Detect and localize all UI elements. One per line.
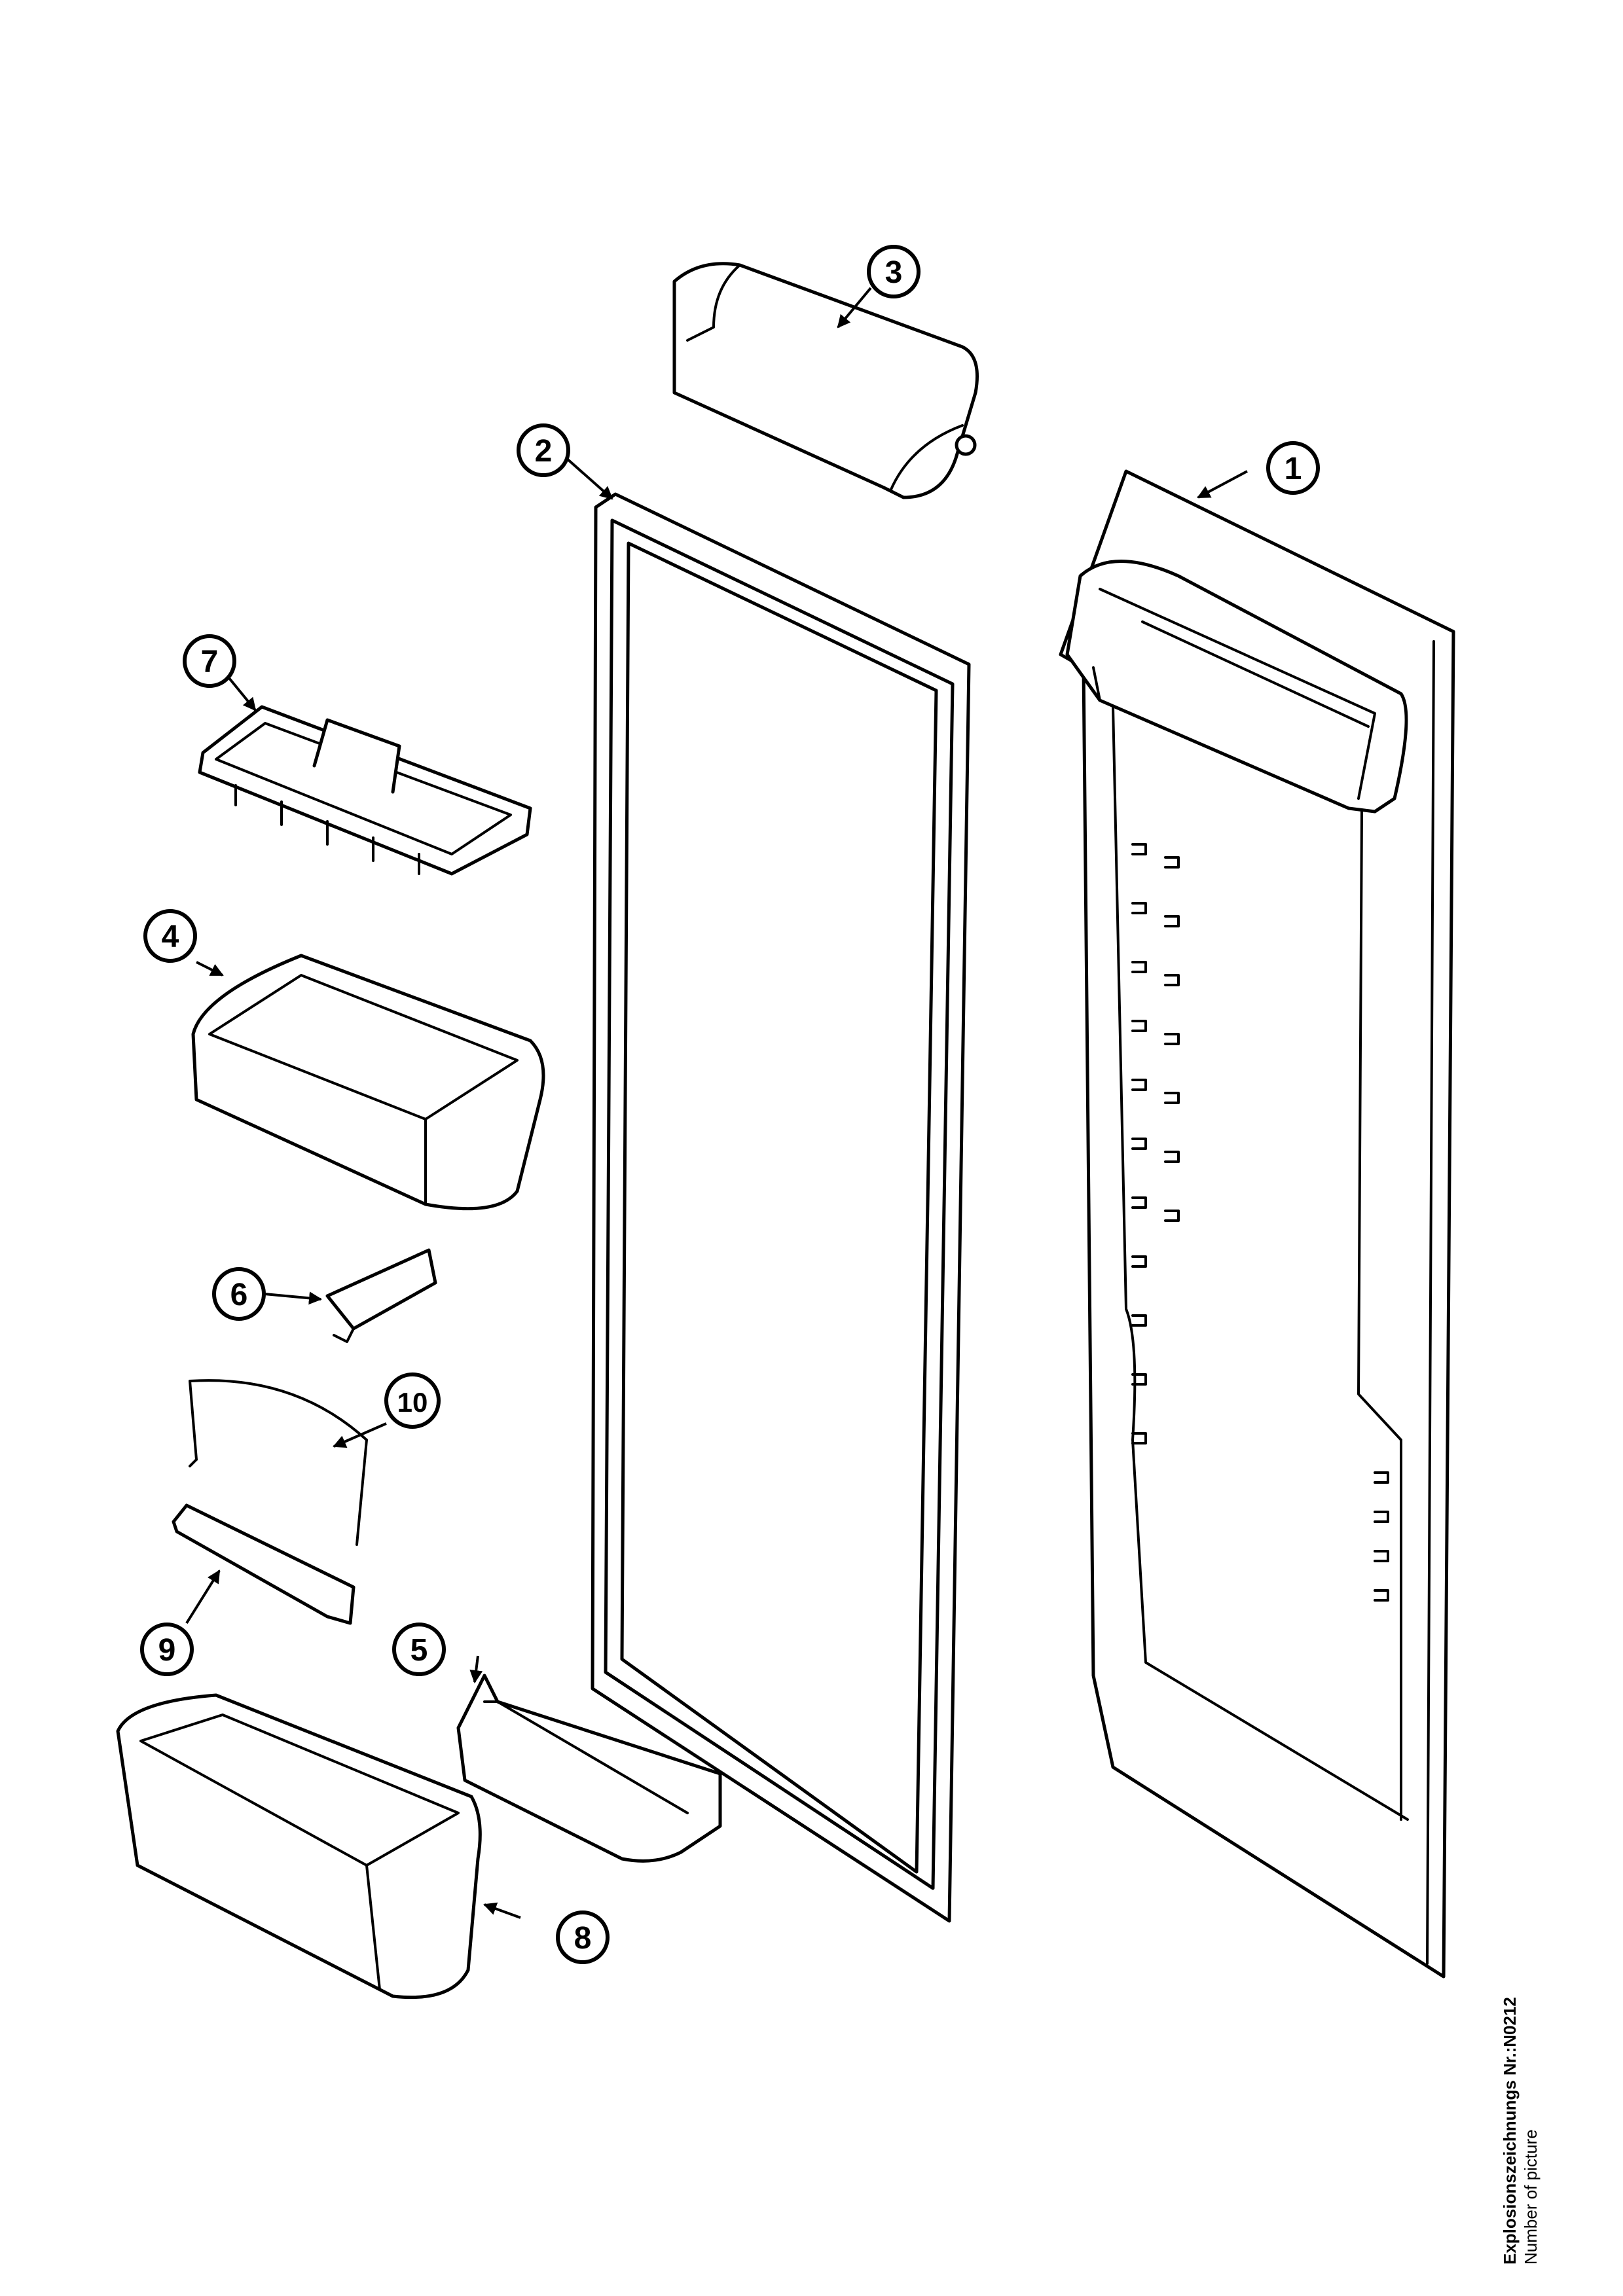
part-2-door-gasket — [591, 492, 971, 1923]
svg-text:6: 6 — [230, 1278, 248, 1312]
caption-drawing-number: Explosionszeichnungs Nr.:N0212 — [1500, 1997, 1520, 2265]
part-1-door-liner — [1059, 469, 1455, 1979]
svg-text:5: 5 — [410, 1633, 428, 1668]
part-3-top-cover — [672, 262, 979, 499]
part-5-small-bin — [456, 1674, 722, 1863]
part-8-dairy-bin — [116, 1693, 482, 2000]
callout-6: 6 — [212, 1267, 266, 1321]
part-6-clip — [325, 1248, 437, 1343]
callout-1: 1 — [1266, 441, 1320, 495]
callout-9: 9 — [140, 1623, 194, 1676]
svg-text:10: 10 — [397, 1387, 428, 1418]
part-7-egg-tray — [198, 705, 532, 876]
callout-7: 7 — [183, 634, 236, 688]
svg-text:1: 1 — [1285, 452, 1302, 486]
callout-2: 2 — [517, 423, 570, 477]
svg-text:3: 3 — [885, 255, 903, 290]
callout-3: 3 — [867, 245, 921, 298]
callout-10: 10 — [384, 1372, 441, 1429]
part-4-door-bin — [191, 954, 545, 1211]
caption-subtitle: Number of picture — [1521, 2129, 1541, 2265]
part-9-retainer-bar — [172, 1503, 356, 1625]
svg-text:4: 4 — [162, 920, 179, 954]
callout-4: 4 — [143, 909, 197, 963]
svg-text:8: 8 — [574, 1921, 592, 1956]
part-10-wire-retainer — [189, 1379, 368, 1546]
svg-text:2: 2 — [535, 434, 553, 469]
shelf-hooks — [1131, 843, 1389, 1602]
svg-text:7: 7 — [201, 645, 219, 679]
callout-5: 5 — [392, 1623, 446, 1676]
svg-text:9: 9 — [158, 1633, 176, 1668]
picture-number-caption: Explosionszeichnungs Nr.:N0212 Number of… — [1499, 1997, 1541, 2265]
leader-lines — [185, 287, 1248, 1919]
callout-8: 8 — [556, 1910, 610, 1964]
